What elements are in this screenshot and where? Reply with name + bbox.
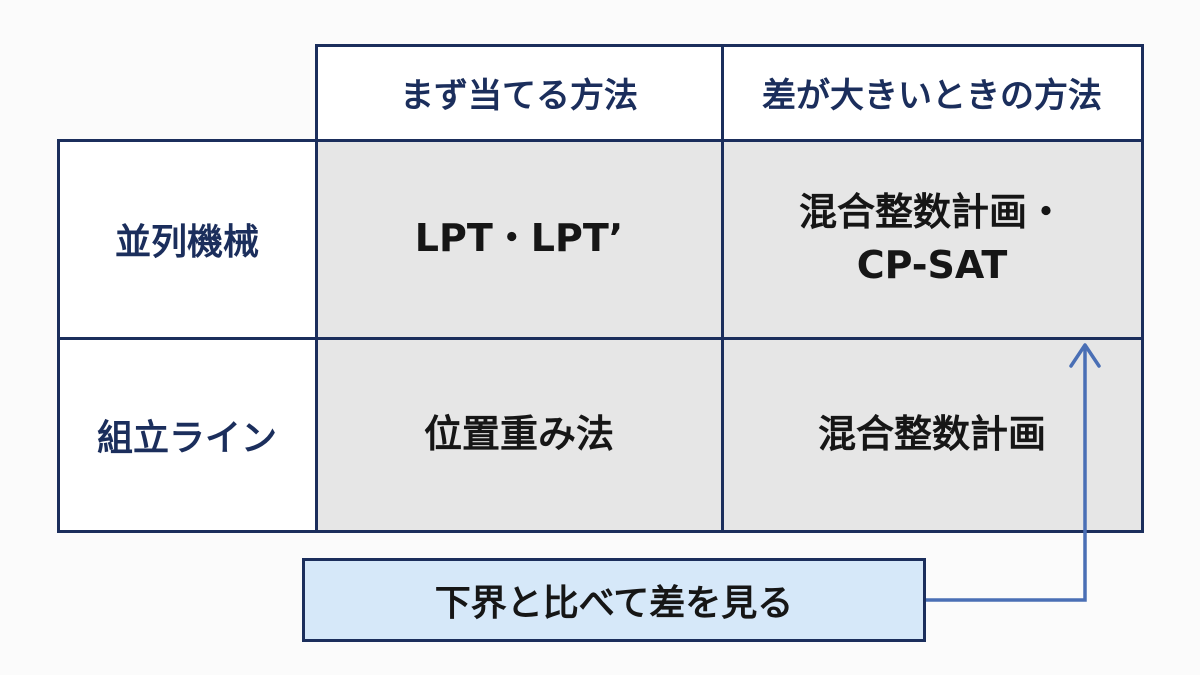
grid-line-right <box>1141 44 1144 533</box>
grid-line-left <box>57 139 60 533</box>
cell-r2-c2: 混合整数計画 <box>722 338 1142 531</box>
grid-line-top <box>315 44 1144 47</box>
cell-r2-c1: 位置重み法 <box>316 338 722 531</box>
col-header-2: 差が大きいときの方法 <box>722 45 1142 140</box>
grid-line-v1 <box>315 44 318 533</box>
row-header-2: 組立ライン <box>58 338 316 531</box>
grid-line-bottom <box>57 530 1144 533</box>
note-box: 下界と比べて差を見る <box>302 558 926 642</box>
note-text: 下界と比べて差を見る <box>434 583 794 624</box>
grid-line-h2 <box>57 337 1144 340</box>
cell-r1-c2: 混合整数計画・ CP-SAT <box>722 140 1142 338</box>
cell-r1-c1: LPT・LPT’ <box>316 140 722 338</box>
row-header-1: 並列機械 <box>58 140 316 338</box>
col-header-1: まず当てる方法 <box>316 45 722 140</box>
grid-line-v2 <box>721 44 724 533</box>
grid-line-h1 <box>57 139 1144 142</box>
